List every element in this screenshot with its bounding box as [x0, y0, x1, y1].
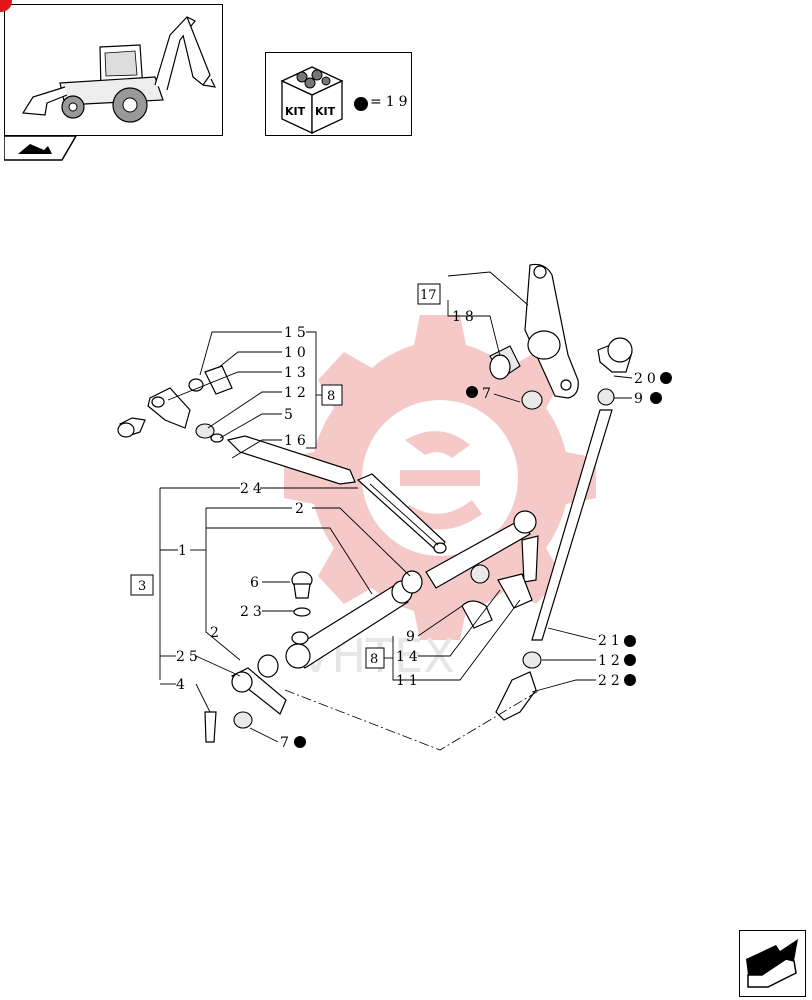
nut-9 — [597, 388, 615, 406]
lever-arm — [425, 519, 531, 589]
callout-24: 24 — [240, 481, 266, 497]
kit-label-right: KIT — [315, 105, 336, 118]
kit-label-left: KIT — [285, 105, 306, 118]
bushing-9b — [470, 564, 490, 584]
washer-15 — [188, 378, 204, 392]
callout-12b: 12 — [598, 653, 624, 669]
callout-23: 23 — [240, 604, 266, 620]
callout-15: 15 — [284, 325, 310, 341]
kit-dot-9a — [650, 392, 662, 404]
dash-dot-line — [284, 689, 541, 751]
callout-5: 5 — [284, 407, 297, 423]
kit-dot-20 — [660, 372, 672, 384]
kit-dot-7b — [294, 736, 306, 748]
callout-16: 16 — [284, 433, 310, 449]
kit-dot-icon — [354, 97, 368, 111]
rod-21 — [531, 409, 613, 641]
callout-3: 3 — [138, 579, 146, 594]
callout-25: 25 — [176, 649, 202, 665]
rod-24 — [356, 473, 446, 553]
kit-legend-box: KIT KIT =19 — [265, 52, 412, 136]
callout-8b: 8 — [370, 652, 378, 667]
bushing-2a — [401, 570, 423, 594]
nut-5 — [210, 433, 224, 443]
nut-7 — [521, 390, 543, 410]
bell-crank-17 — [524, 263, 579, 399]
callout-1: 1 — [178, 543, 191, 559]
thumbnail-tab — [4, 136, 77, 161]
callout-2a: 2 — [295, 501, 308, 517]
kit-box-icon: KIT KIT — [280, 66, 344, 135]
callout-12: 12 — [284, 385, 310, 401]
callout-22: 22 — [598, 673, 624, 689]
callout-6: 6 — [250, 575, 263, 591]
callout-7a: 7 — [482, 386, 495, 402]
kit-quantity-text: =19 — [370, 94, 412, 110]
next-arrow-icon — [746, 939, 798, 988]
bracket-11 — [497, 573, 533, 609]
bushing-2b — [257, 654, 279, 678]
callout-9a: 9 — [634, 391, 647, 407]
kit-dot-12b — [624, 654, 636, 666]
callout-box-8a — [321, 384, 343, 406]
callout-8a: 8 — [327, 389, 335, 404]
machine-mini-icon — [18, 144, 52, 154]
callout-21: 21 — [598, 633, 624, 649]
kit-dot-7a — [466, 386, 478, 398]
callout-9b: 9 — [406, 629, 419, 645]
next-page-button[interactable] — [739, 930, 806, 997]
callout-2b: 2 — [210, 625, 223, 641]
callout-14: 14 — [396, 649, 422, 665]
callout-17: 17 — [420, 288, 437, 303]
callout-13: 13 — [284, 365, 310, 381]
kit-dot-21 — [624, 635, 636, 647]
pin-4 — [204, 711, 217, 743]
callout-18: 18 — [452, 309, 478, 325]
nut-7b — [233, 711, 253, 729]
washer-23 — [293, 607, 311, 617]
callout-10: 10 — [284, 345, 310, 361]
callout-20: 20 — [634, 371, 660, 387]
callout-4: 4 — [176, 677, 189, 693]
callout-11: 11 — [396, 673, 422, 689]
long-rod — [226, 435, 356, 485]
callout-box-3 — [130, 574, 154, 596]
machine-thumbnail-frame — [4, 4, 223, 136]
callout-7b: 7 — [280, 735, 293, 751]
leader-lines — [159, 271, 633, 743]
callout-box-17 — [417, 283, 441, 305]
nut-12b — [522, 651, 542, 669]
stud-14 — [461, 600, 493, 629]
ball-joint-22 — [495, 671, 537, 721]
kit-dot-22 — [624, 674, 636, 686]
backhoe-loader-illustration — [21, 16, 217, 123]
